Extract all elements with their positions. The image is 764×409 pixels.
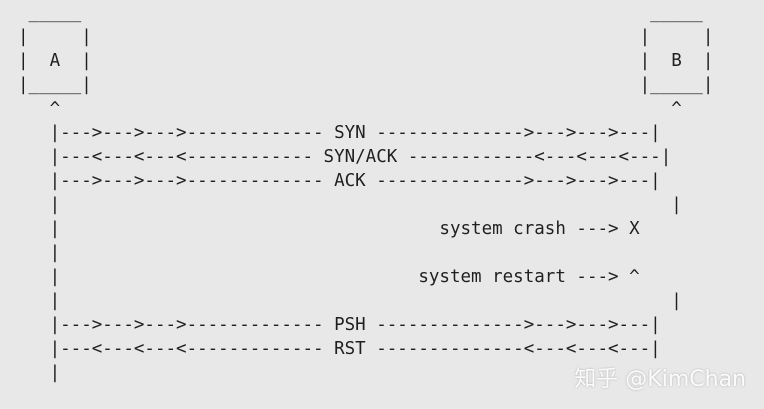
diagram-line: | | (18, 195, 682, 215)
diagram-line: | | | | (18, 27, 714, 47)
diagram-line: ^ ^ (18, 99, 682, 119)
diagram-line: | system crash ---> X (18, 219, 640, 239)
diagram-line: |_____| |_____| (18, 75, 714, 95)
ascii-diagram: _____ _____| | | || A | | B ||___ (18, 1, 713, 385)
diagram-line: | (18, 243, 61, 263)
diagram-line: _____ _____ (18, 3, 703, 23)
watermark: 知乎 @KimChan (574, 367, 746, 392)
diagram-line: | | (18, 291, 682, 311)
diagram-line: | system restart ---> ^ (18, 267, 640, 287)
diagram-line: |---<---<---<------------- RST ---------… (18, 339, 661, 359)
diagram-line: |--->--->--->------------- ACK ---------… (18, 171, 661, 191)
diagram-line: |--->--->--->------------- PSH ---------… (18, 315, 661, 335)
diagram-line: | (18, 363, 61, 383)
diagram-line: |--->--->--->------------- SYN ---------… (18, 123, 661, 143)
diagram-line: | A | | B | (18, 51, 714, 71)
diagram-line: |---<---<---<------------ SYN/ACK ------… (18, 147, 672, 167)
